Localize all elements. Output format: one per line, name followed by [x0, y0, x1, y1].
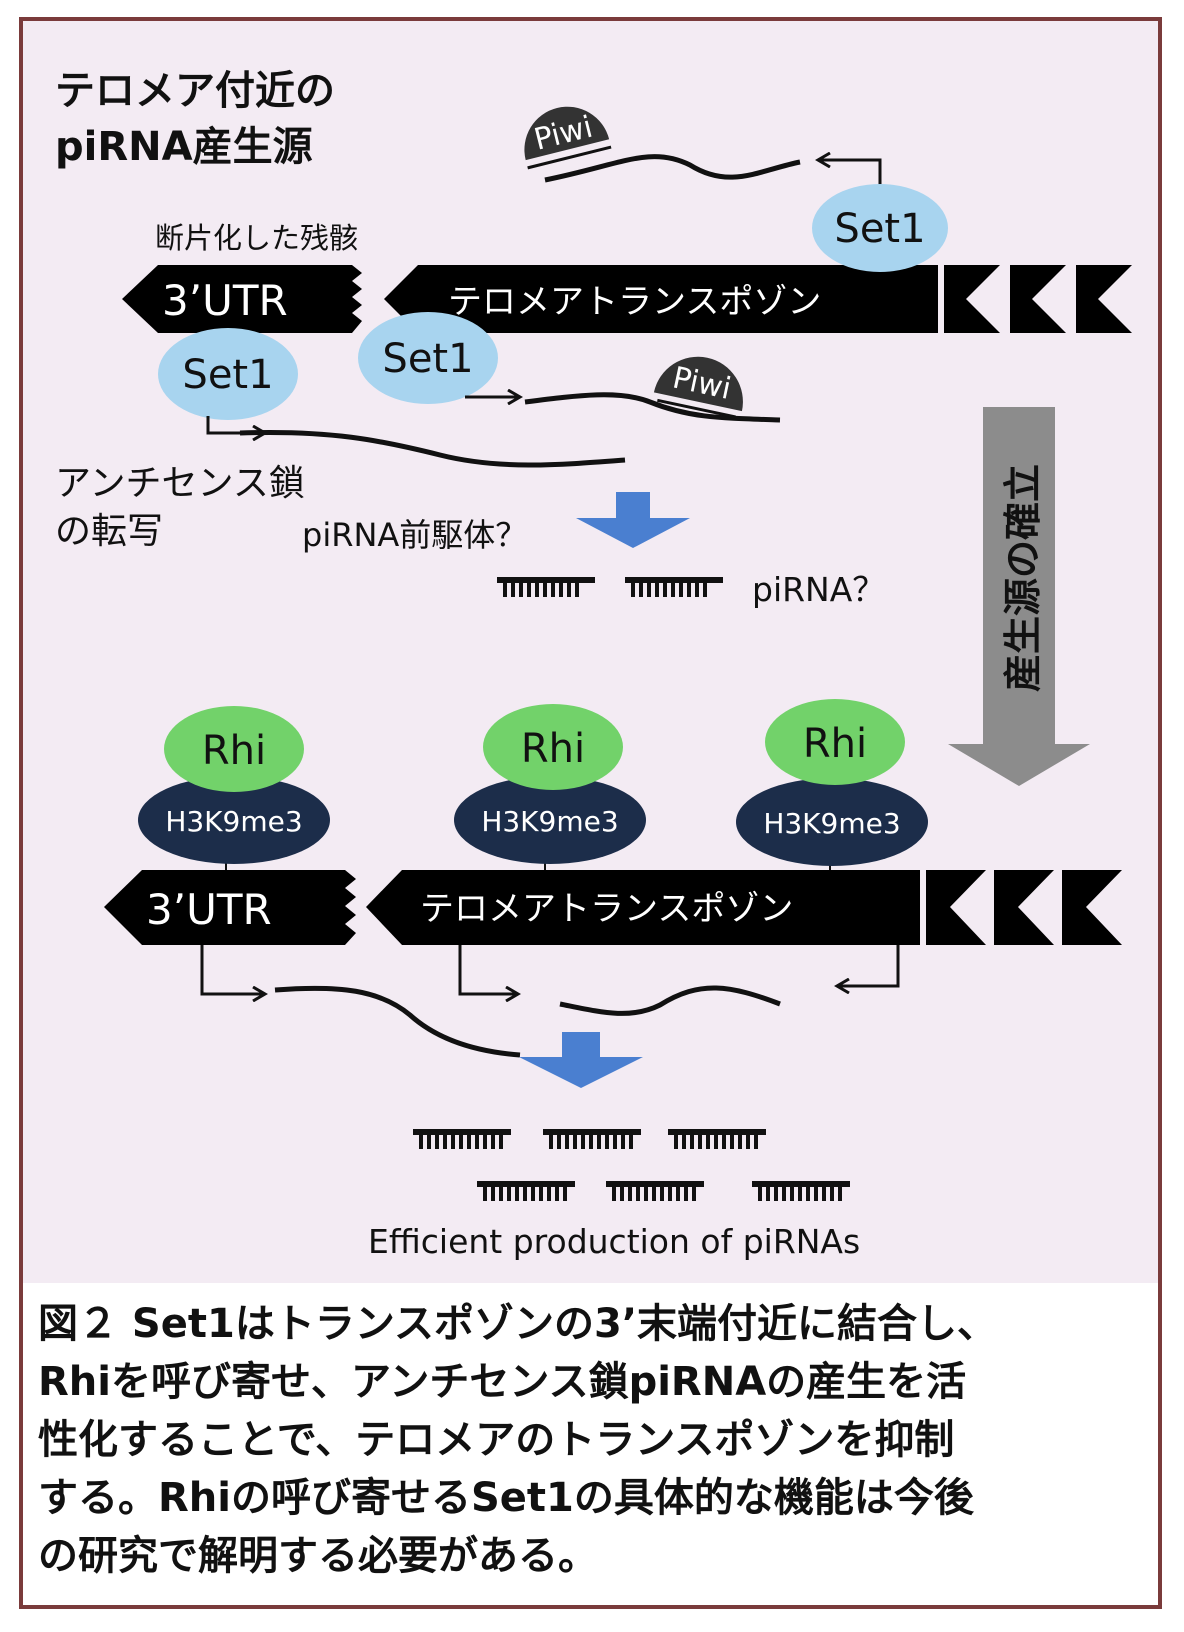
transposon-block-top: テロメアトランスポゾン: [384, 265, 1132, 333]
establishment-label: 産生源の確立: [1001, 464, 1045, 692]
caption-line-1: 図２ Set1はトランスポゾンの3’末端付近に結合し、: [38, 1301, 998, 1347]
antisense-label-line-1: アンチセンス鎖: [55, 463, 305, 504]
bottom-middle-rna: [559, 985, 781, 1016]
h3k9-label-left: H3K9me3: [165, 805, 302, 838]
blue-arrow-top: [576, 492, 690, 548]
title-line-1: テロメア付近の: [55, 68, 335, 114]
title-line-2: piRNA産生源: [55, 124, 313, 170]
caption-line-5: の研究で解明する必要がある。: [38, 1533, 598, 1579]
rhi-complex-right: H3K9me3 Rhi: [736, 699, 928, 870]
h3k9-label-right: H3K9me3: [763, 807, 900, 840]
fragment-label: 断片化した残骸: [155, 221, 358, 255]
precursor-label: piRNA前駆体？: [302, 516, 527, 554]
utr-label-bottom: 3’UTR: [146, 885, 272, 934]
utr-label-top: 3’UTR: [162, 276, 288, 325]
figure-caption: 図２ Set1はトランスポゾンの3’末端付近に結合し、 Rhiを呼び寄せ、アンチ…: [38, 1295, 1148, 1585]
piwi-top: Piwi: [524, 106, 612, 170]
utr-block-bottom: 3’UTR: [104, 870, 356, 945]
set1-label-top-right: Set1: [834, 206, 925, 252]
caption-line-3: 性化することで、テロメアのトランスポゾンを抑制: [38, 1417, 955, 1463]
transposon-label-top: テロメアトランスポゾン: [448, 282, 821, 322]
set1-oval-middle: [358, 312, 498, 404]
left-antisense-rna: [239, 429, 626, 468]
rhi-label-middle: Rhi: [521, 726, 585, 772]
set1-label-middle: Set1: [382, 336, 473, 382]
transposon-block-bottom: テロメアトランスポゾン: [366, 870, 1122, 945]
h3k9-label-middle: H3K9me3: [481, 805, 618, 838]
blue-arrow-bottom: [519, 1032, 643, 1088]
set1-oval-left: [158, 328, 298, 420]
set1-oval-top-right: [812, 184, 948, 272]
caption-line-2: Rhiを呼び寄せ、アンチセンス鎖piRNAの産生を活: [38, 1359, 967, 1405]
utr-block-top: 3’UTR: [122, 265, 362, 333]
small-pirnas-top: [497, 577, 723, 597]
antisense-label-line-2: の転写: [55, 511, 163, 552]
rhi-label-left: Rhi: [202, 728, 266, 774]
establishment-arrow: 産生源の確立: [948, 407, 1090, 786]
set1-label-left: Set1: [182, 352, 273, 398]
top-right-rna: [544, 154, 801, 183]
pirna-question-label: piRNA？: [752, 570, 885, 609]
efficient-production-label: Efficient production of piRNAs: [368, 1222, 860, 1261]
bottom-middle-promoter-arrow: [458, 945, 518, 994]
transposon-label-bottom: テロメアトランスポゾン: [420, 889, 793, 929]
bottom-left-rna: [274, 985, 521, 1058]
bottom-right-promoter-arrow: [837, 945, 900, 986]
rhi-complex-left: H3K9me3 Rhi: [138, 706, 330, 870]
rhi-complex-middle: H3K9me3 Rhi: [454, 704, 646, 870]
small-pirnas-bottom: [413, 1129, 850, 1201]
middle-antisense-rna: [524, 392, 781, 423]
caption-line-4: する。Rhiの呼び寄せるSet1の具体的な機能は今後: [38, 1475, 974, 1521]
top-right-promoter-arrow: [818, 160, 882, 188]
diagram: テロメア付近の piRNA産生源 断片化した残骸 3’UTR テロメアトランスポ…: [55, 68, 1132, 1261]
rhi-label-right: Rhi: [803, 721, 867, 767]
bottom-left-promoter-arrow: [200, 945, 265, 994]
